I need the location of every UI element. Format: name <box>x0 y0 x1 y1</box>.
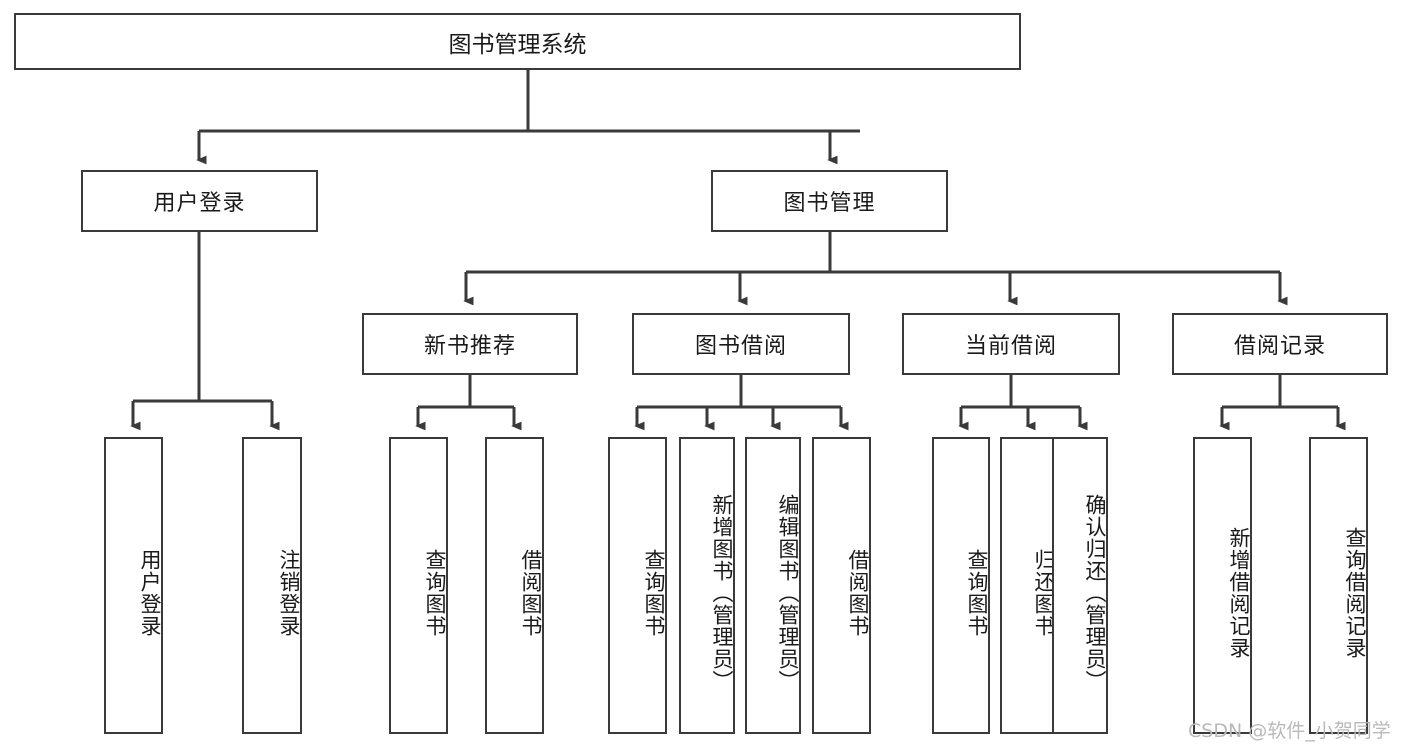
leaf-user-login-logout[interactable]: 注销登录 <box>242 437 302 734</box>
leaf-book-borrow-add[interactable]: 新增图书（管理员） <box>679 437 735 734</box>
node-new-book-recommend[interactable]: 新书推荐 <box>362 313 578 375</box>
leaf-current-borrow-confirm-return[interactable]: 确认归还（管理员） <box>1052 437 1108 734</box>
leaf-current-borrow-query[interactable]: 查询图书 <box>932 437 990 734</box>
watermark: CSDN @软件_小贺同学 <box>1188 720 1391 742</box>
node-label: 查询图书 <box>965 548 989 637</box>
leaf-book-borrow-edit[interactable]: 编辑图书（管理员） <box>745 437 801 734</box>
node-label: 新增图书（管理员） <box>710 493 734 692</box>
leaf-book-borrow-borrow[interactable]: 借阅图书 <box>812 437 871 734</box>
leaf-new-book-borrow[interactable]: 借阅图书 <box>485 437 544 734</box>
node-label: 注销登录 <box>277 548 301 637</box>
node-root-system[interactable]: 图书管理系统 <box>14 13 1021 70</box>
node-label: 查询借阅记录 <box>1343 526 1367 659</box>
node-label: 查询图书 <box>642 548 666 637</box>
leaf-user-login-login[interactable]: 用户登录 <box>104 437 163 734</box>
node-label: 确认归还（管理员） <box>1083 493 1107 692</box>
node-label: 图书管理 <box>783 191 876 216</box>
node-label: 新增借阅记录 <box>1227 526 1251 659</box>
leaf-current-borrow-return[interactable]: 归还图书 <box>1000 437 1057 734</box>
leaf-book-borrow-query[interactable]: 查询图书 <box>608 437 667 734</box>
node-label: 当前借阅 <box>964 334 1057 359</box>
node-label: 借阅记录 <box>1233 334 1326 359</box>
node-label: 编辑图书（管理员） <box>776 493 800 692</box>
node-book-borrow[interactable]: 图书借阅 <box>632 313 850 375</box>
node-label: 用户登录 <box>153 191 246 216</box>
node-label: 新书推荐 <box>423 334 516 359</box>
node-label: 用户登录 <box>138 548 162 637</box>
node-book-management[interactable]: 图书管理 <box>711 170 948 232</box>
node-label: 查询图书 <box>423 548 447 637</box>
leaf-borrow-record-add[interactable]: 新增借阅记录 <box>1193 437 1252 734</box>
node-label: 图书借阅 <box>694 334 787 359</box>
node-label: 借阅图书 <box>846 548 870 637</box>
node-borrow-record[interactable]: 借阅记录 <box>1172 313 1388 375</box>
node-user-login[interactable]: 用户登录 <box>81 170 318 232</box>
leaf-borrow-record-query[interactable]: 查询借阅记录 <box>1309 437 1368 734</box>
node-label: 借阅图书 <box>519 548 543 637</box>
node-label: 图书管理系统 <box>448 31 587 58</box>
leaf-new-book-query[interactable]: 查询图书 <box>389 437 448 734</box>
node-current-borrow[interactable]: 当前借阅 <box>902 313 1120 375</box>
